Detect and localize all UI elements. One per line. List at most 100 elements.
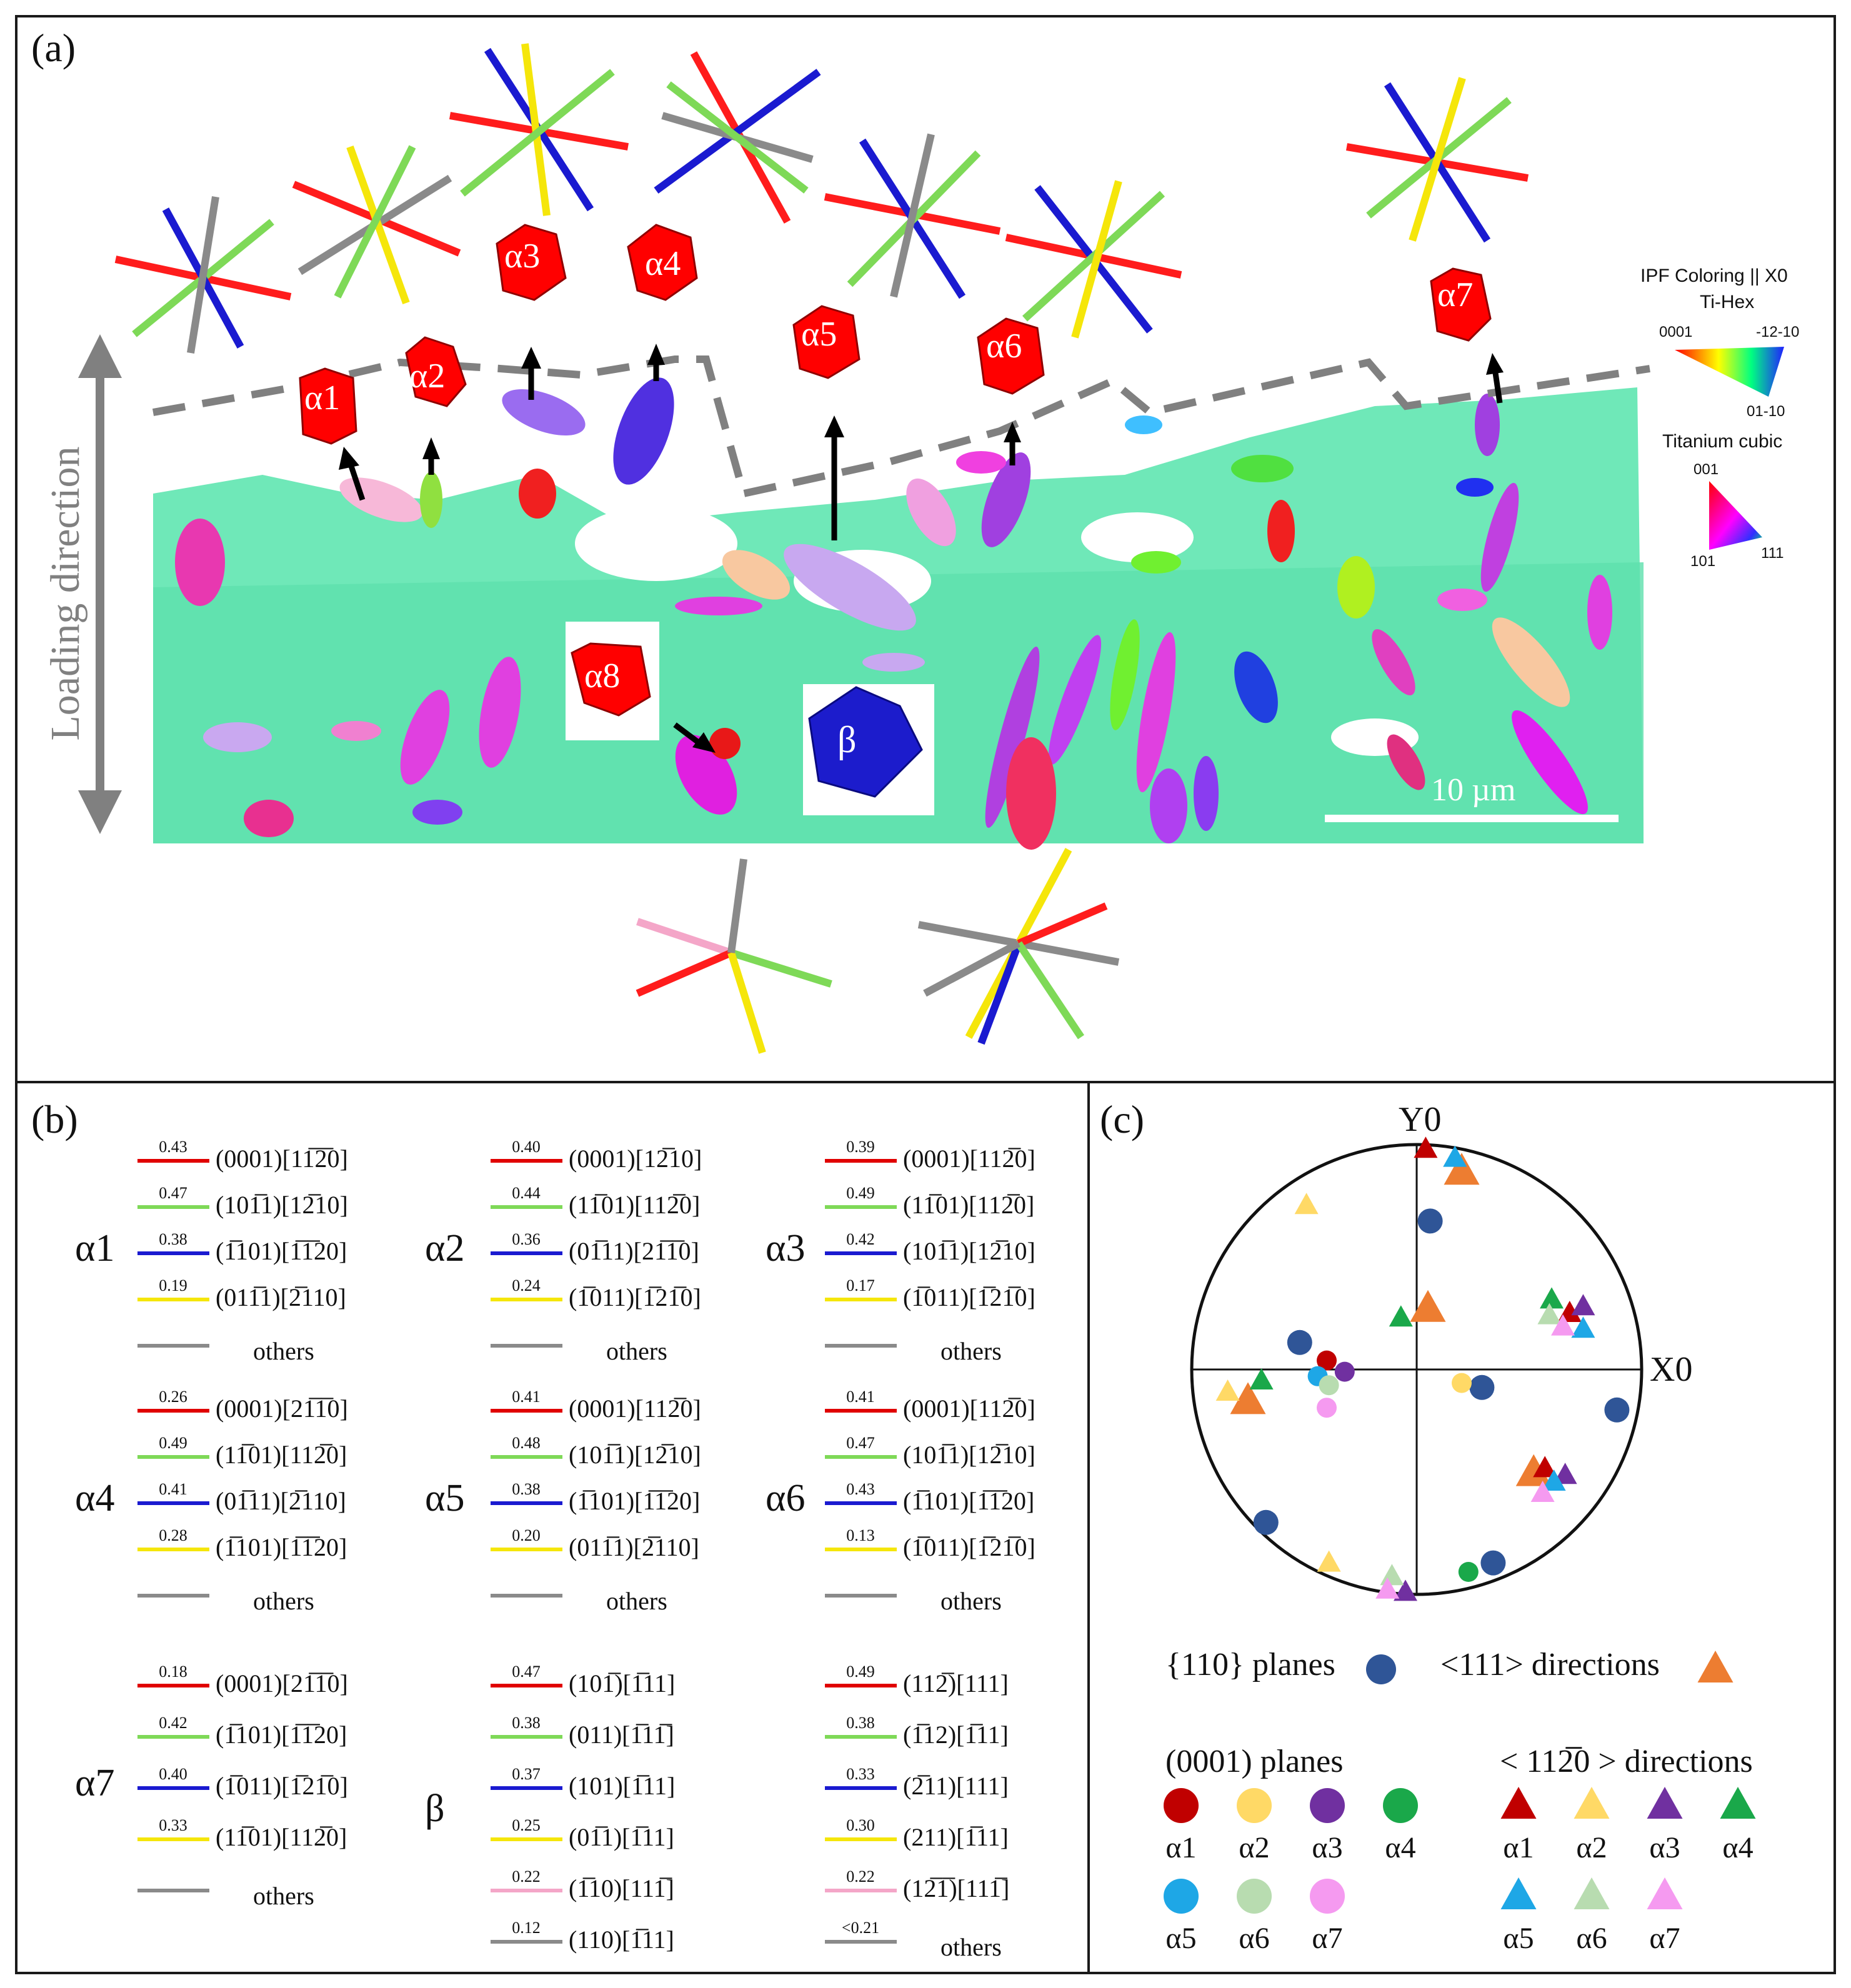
- schmid-factor: 0.17: [846, 1276, 875, 1295]
- slip-system-label: (11̅01)[112̅0]: [216, 1441, 347, 1469]
- ipf-cubic-triangle: [1709, 481, 1762, 550]
- grain-label-a2: α2: [409, 357, 446, 395]
- slip-line-swatch: [825, 1159, 897, 1163]
- slip-line-swatch: [137, 1837, 209, 1841]
- slip-line-swatch: [491, 1594, 562, 1598]
- legend-1120-marker: [1720, 1787, 1756, 1819]
- loading-direction-arrow: [78, 334, 122, 834]
- grain-label-a6: α6: [986, 327, 1022, 365]
- slip-line-swatch: [825, 1889, 897, 1892]
- legend-0001-title: (0001) planes: [1165, 1744, 1344, 1779]
- slip-line-swatch: [491, 1548, 562, 1551]
- schmid-factor: 0.47: [159, 1184, 187, 1202]
- slip-line-swatch: [491, 1159, 562, 1163]
- slip-system-label: (01̅11)[2̅110]: [216, 1487, 346, 1515]
- schmid-factor: 0.41: [512, 1388, 541, 1406]
- alpha-0001-pole: [1317, 1350, 1337, 1371]
- alpha-0001-pole: [1334, 1361, 1355, 1382]
- legend-0001-marker: [1310, 1879, 1345, 1914]
- panel-a-label: (a): [31, 26, 76, 70]
- grain-label-a7: α7: [1437, 276, 1474, 314]
- grain-label-a4: α4: [645, 244, 681, 283]
- alpha-1120-pole: [1540, 1287, 1564, 1309]
- schmid-factor: 0.47: [846, 1434, 875, 1452]
- ipf-cubic-label-111: 111: [1761, 545, 1784, 562]
- slip-system-label: (01̅11)[21̅1̅0]: [569, 1237, 699, 1265]
- slip-line-swatch: [491, 1455, 562, 1459]
- slip-line-swatch: [137, 1889, 209, 1892]
- slip-system-label: (1̅011)[1̅21̅0]: [903, 1533, 1035, 1561]
- schmid-factor: 0.38: [159, 1230, 187, 1248]
- slip-line-swatch: [825, 1786, 897, 1790]
- grain-label-a8: α8: [584, 657, 621, 695]
- slip-system-label: (01̅1)[1̅11]: [569, 1823, 674, 1851]
- schmid-factor: 0.36: [512, 1230, 541, 1248]
- schmid-factor: 0.33: [159, 1816, 187, 1834]
- slip-others-label: others: [606, 1337, 667, 1365]
- slip-others-label: others: [253, 1587, 314, 1615]
- slip-group-name: α1: [75, 1227, 115, 1270]
- schmid-factor: 0.33: [846, 1765, 875, 1783]
- slip-system-label: (011̅1)[2̅110]: [216, 1283, 346, 1311]
- alpha-1120-pole: [1551, 1314, 1575, 1336]
- panel-c-frame: [1087, 1081, 1836, 1974]
- schmid-factor: 0.42: [159, 1714, 187, 1732]
- legend-1120-marker: [1647, 1877, 1683, 1909]
- slip-line-swatch: [491, 1837, 562, 1841]
- slip-line-swatch: [491, 1786, 562, 1790]
- slip-line-swatch: [825, 1837, 897, 1841]
- schmid-factor: 0.22: [512, 1867, 541, 1886]
- schmid-factor: 0.28: [159, 1526, 187, 1544]
- schmid-factor: <0.21: [841, 1919, 880, 1937]
- ipf-hex-label-0110: 01-10: [1747, 403, 1785, 420]
- slip-trace-stars: [114, 43, 1529, 1054]
- grain-key-label: α3: [1649, 1831, 1680, 1864]
- ebsd-map: [78, 43, 1784, 1054]
- grain-label-a3: α3: [504, 237, 541, 276]
- slip-system-label: (101̅1)[12̅10]: [569, 1441, 701, 1469]
- slip-system-label: (1̅101)[1̅1̅20]: [216, 1533, 347, 1561]
- alpha-1120-pole: [1317, 1550, 1341, 1572]
- beta-110-pole: [1417, 1208, 1443, 1234]
- ipf-hex-label-0001: 0001: [1659, 324, 1693, 340]
- slip-line-swatch: [137, 1298, 209, 1301]
- hex-prisms: [299, 224, 1492, 717]
- schmid-factor: 0.13: [846, 1526, 875, 1544]
- slip-line-swatch: [825, 1548, 897, 1551]
- legend-110-marker: [1366, 1654, 1396, 1684]
- schmid-factor: 0.25: [512, 1816, 541, 1834]
- slip-line-swatch: [825, 1501, 897, 1505]
- alpha-1120-pole: [1380, 1564, 1404, 1586]
- legend-0001-marker: [1164, 1879, 1199, 1914]
- slip-line-swatch: [825, 1344, 897, 1348]
- grain-key-label: α2: [1576, 1831, 1607, 1864]
- alpha-1120-pole: [1414, 1136, 1438, 1158]
- pole-figure-y-label: Y0: [1399, 1100, 1442, 1139]
- slip-system-label: (1̅011)[1̅21̅0]: [569, 1283, 701, 1311]
- beta-111-pole: [1444, 1153, 1480, 1185]
- panel-b-label: (b): [31, 1097, 78, 1141]
- schmid-factor: 0.19: [159, 1276, 187, 1295]
- slip-line-swatch: [137, 1159, 209, 1163]
- slip-line-swatch: [137, 1409, 209, 1413]
- schmid-factor: 0.40: [512, 1138, 541, 1156]
- legend-1120-marker: [1647, 1787, 1683, 1819]
- slip-line-swatch: [491, 1735, 562, 1739]
- slip-system-label: (1̅101)[1̅1̅20]: [216, 1721, 347, 1749]
- schmid-factor: 0.41: [159, 1480, 187, 1498]
- beta-cube: [808, 686, 923, 798]
- slip-system-label: (011)[1̅11̅]: [569, 1721, 674, 1749]
- beta-110-pole: [1287, 1329, 1312, 1355]
- alpha-1120-pole: [1394, 1579, 1417, 1601]
- slip-line-swatch: [825, 1684, 897, 1687]
- alpha-1120-pole: [1571, 1294, 1595, 1316]
- slip-line-swatch: [137, 1344, 209, 1348]
- legend-0001-marker: [1237, 1788, 1272, 1823]
- schmid-factor: 0.18: [159, 1662, 187, 1681]
- slip-line-swatch: [491, 1298, 562, 1301]
- grain-key-label: α5: [1165, 1922, 1197, 1955]
- slip-system-label: (101)[1̅11]: [569, 1772, 676, 1800]
- ipf-hex-label-1210: -12-10: [1756, 324, 1800, 340]
- slip-others-label: others: [606, 1587, 667, 1615]
- slip-line-swatch: [137, 1205, 209, 1209]
